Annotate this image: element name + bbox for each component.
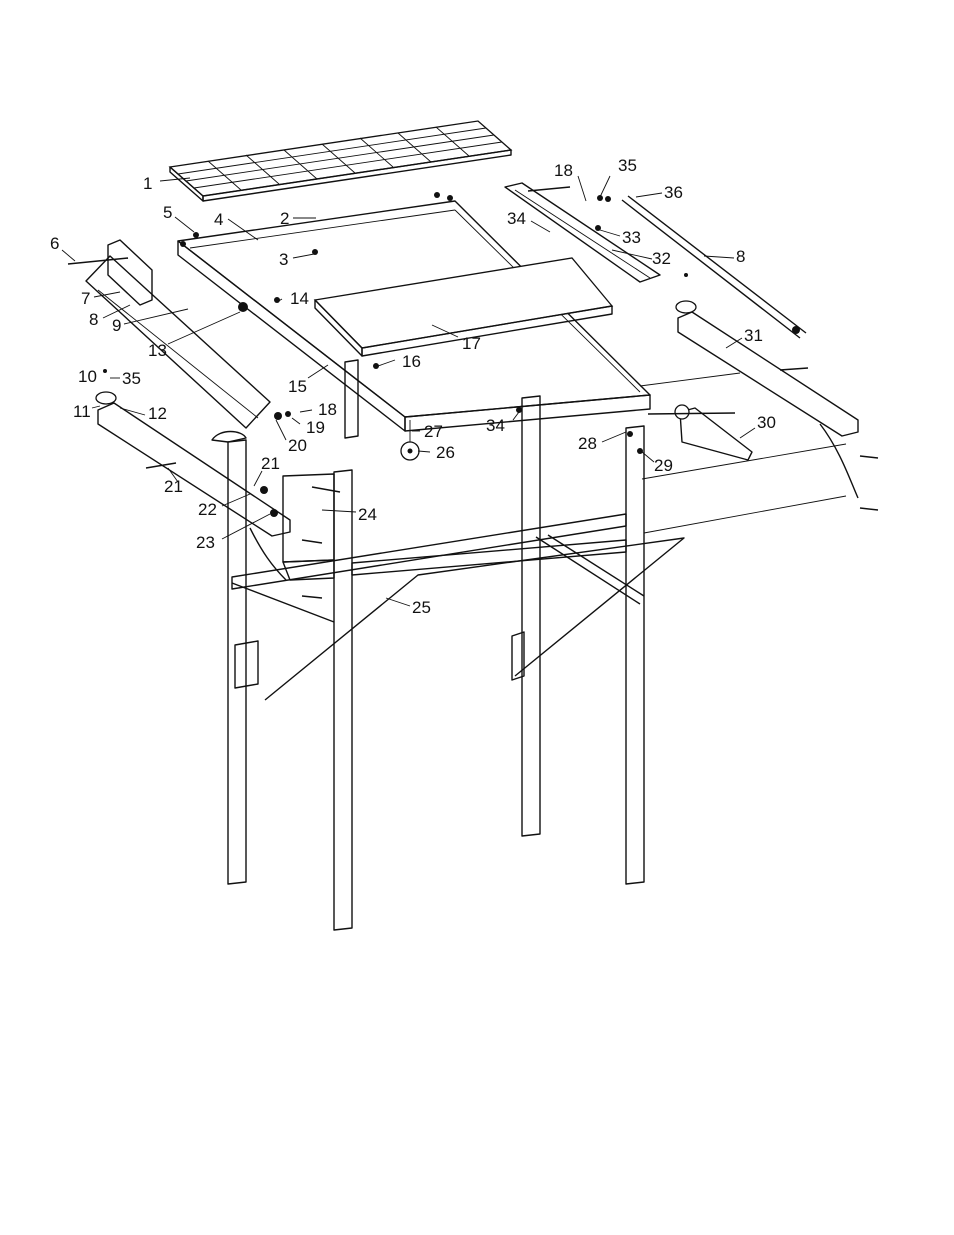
brace-rod xyxy=(264,537,685,701)
callout-12: 12 xyxy=(148,404,167,423)
callout-labels: 1 2 3 4 5 6 7 8 8 9 10 11 12 13 14 15 16… xyxy=(50,156,776,617)
callout-9: 9 xyxy=(112,316,121,335)
callout-30: 30 xyxy=(757,413,776,432)
left-box xyxy=(234,640,259,689)
callout-34-top: 34 xyxy=(507,209,526,228)
callout-32: 32 xyxy=(652,249,671,268)
callout-8-left: 8 xyxy=(89,310,98,329)
callout-24: 24 xyxy=(358,505,377,524)
callout-27: 27 xyxy=(424,422,443,441)
callout-19: 19 xyxy=(306,418,325,437)
center-plate xyxy=(344,359,359,439)
cross-beams xyxy=(231,513,645,623)
callout-14: 14 xyxy=(290,289,309,308)
callout-35-left: 35 xyxy=(122,369,141,388)
tray xyxy=(313,257,614,357)
callout-25: 25 xyxy=(412,598,431,617)
callout-1: 1 xyxy=(143,174,152,193)
callout-10: 10 xyxy=(78,367,97,386)
callout-29: 29 xyxy=(654,456,673,475)
callout-20: 20 xyxy=(288,436,307,455)
right-rod xyxy=(621,195,807,339)
legs xyxy=(211,395,645,931)
callout-31: 31 xyxy=(744,326,763,345)
callout-21-bottom: 21 xyxy=(164,477,183,496)
callout-17: 17 xyxy=(462,334,481,353)
callout-22: 22 xyxy=(198,500,217,519)
callout-15: 15 xyxy=(288,377,307,396)
callout-26: 26 xyxy=(436,443,455,462)
callout-5: 5 xyxy=(163,203,172,222)
callout-28: 28 xyxy=(578,434,597,453)
callout-18-right: 18 xyxy=(554,161,573,180)
right-rail xyxy=(504,182,661,283)
callout-4: 4 xyxy=(214,210,223,229)
guide-lines xyxy=(639,372,847,534)
callout-3: 3 xyxy=(279,250,288,269)
callout-18-left: 18 xyxy=(318,400,337,419)
callout-23: 23 xyxy=(196,533,215,552)
callout-36: 36 xyxy=(664,183,683,202)
callout-7: 7 xyxy=(81,289,90,308)
pulley xyxy=(400,420,420,461)
callout-2: 2 xyxy=(280,209,289,228)
callout-21-top: 21 xyxy=(261,454,280,473)
callout-8-right: 8 xyxy=(736,247,745,266)
left-rail xyxy=(85,239,271,429)
callout-13: 13 xyxy=(148,341,167,360)
right-bracket xyxy=(674,404,753,461)
top-frame xyxy=(177,200,651,432)
callout-11: 11 xyxy=(73,402,91,421)
callout-35-right: 35 xyxy=(618,156,637,175)
right-arm xyxy=(675,300,859,499)
callout-34-bottom: 34 xyxy=(486,416,505,435)
callout-16: 16 xyxy=(402,352,421,371)
callout-6: 6 xyxy=(50,234,59,253)
left-arm xyxy=(95,391,291,581)
callout-33: 33 xyxy=(622,228,641,247)
leader-lines xyxy=(61,175,756,607)
fasteners xyxy=(67,186,879,599)
solar-panel xyxy=(168,120,513,202)
